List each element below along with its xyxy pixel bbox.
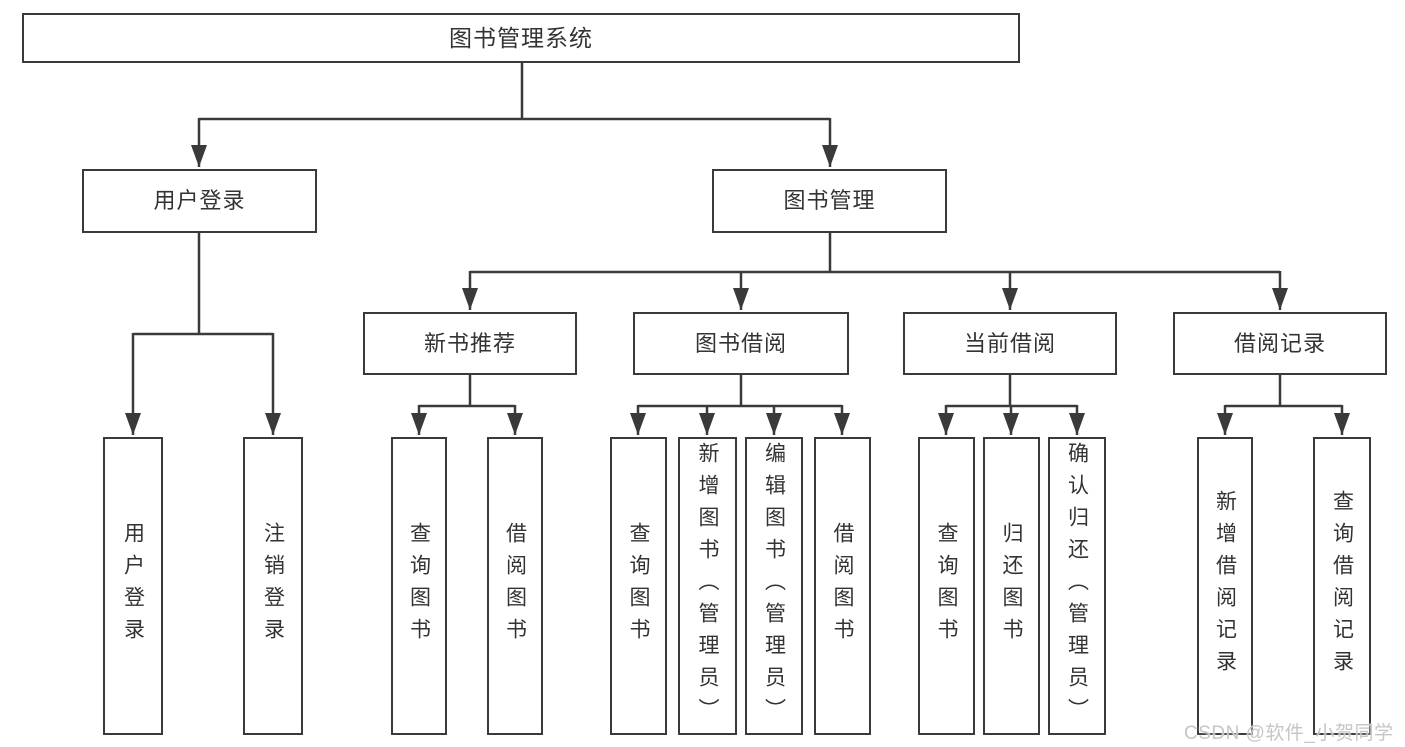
connector-root-to-level1: [191, 63, 838, 167]
node-user-login-branch: 用户登录: [82, 169, 317, 233]
leaf-label: 用户登录: [121, 522, 145, 650]
node-current-borrowing: 当前借阅: [903, 312, 1117, 375]
node-leaf-query-books-2: 查询图书: [610, 437, 667, 735]
node-book-borrowing: 图书借阅: [633, 312, 849, 375]
connector-current-to-leaves: [938, 375, 1085, 435]
node-book-mgmt-branch: 图书管理: [712, 169, 947, 233]
node-leaf-query-books-1: 查询图书: [391, 437, 447, 735]
connector-records-to-leaves: [1217, 375, 1350, 435]
node-leaf-return-books: 归还图书: [983, 437, 1040, 735]
leaf-label: 借阅图书: [831, 522, 854, 650]
leaf-label: 查询图书: [627, 522, 650, 650]
node-leaf-query-books-3: 查询图书: [918, 437, 975, 735]
node-library-system: 图书管理系统: [22, 13, 1020, 63]
leaf-label: 编辑图书（管理员）: [762, 442, 786, 730]
node-borrowing-records: 借阅记录: [1173, 312, 1387, 375]
node-leaf-edit-books-admin: 编辑图书（管理员）: [745, 437, 803, 735]
leaf-label: 借阅图书: [503, 522, 527, 650]
connector-user-login-to-leaves: [125, 233, 281, 435]
connector-book-mgmt-to-level2: [462, 233, 1288, 310]
leaf-label: 查询图书: [935, 522, 958, 650]
node-leaf-add-borrow-record: 新增借阅记录: [1197, 437, 1253, 735]
node-leaf-borrow-books-2: 借阅图书: [814, 437, 871, 735]
node-leaf-query-borrow-record: 查询借阅记录: [1313, 437, 1371, 735]
leaf-label: 归还图书: [1000, 522, 1023, 650]
connector-borrowing-to-leaves: [630, 375, 850, 435]
leaf-label: 注销登录: [261, 522, 285, 650]
leaf-label: 新增借阅记录: [1213, 490, 1237, 682]
leaf-label: 查询借阅记录: [1330, 490, 1354, 682]
leaf-label: 新增图书（管理员）: [696, 442, 719, 730]
node-new-book-recommend: 新书推荐: [363, 312, 577, 375]
node-leaf-add-books-admin: 新增图书（管理员）: [678, 437, 737, 735]
connector-new-books-to-leaves: [411, 375, 523, 435]
watermark: CSDN @软件_小贺同学: [1184, 723, 1394, 744]
node-leaf-borrow-books-1: 借阅图书: [487, 437, 543, 735]
node-leaf-user-login: 用户登录: [103, 437, 163, 735]
node-leaf-confirm-return-admin: 确认归还（管理员）: [1048, 437, 1106, 735]
leaf-label: 查询图书: [407, 522, 431, 650]
leaf-label: 确认归还（管理员）: [1065, 442, 1089, 730]
node-leaf-logout: 注销登录: [243, 437, 303, 735]
